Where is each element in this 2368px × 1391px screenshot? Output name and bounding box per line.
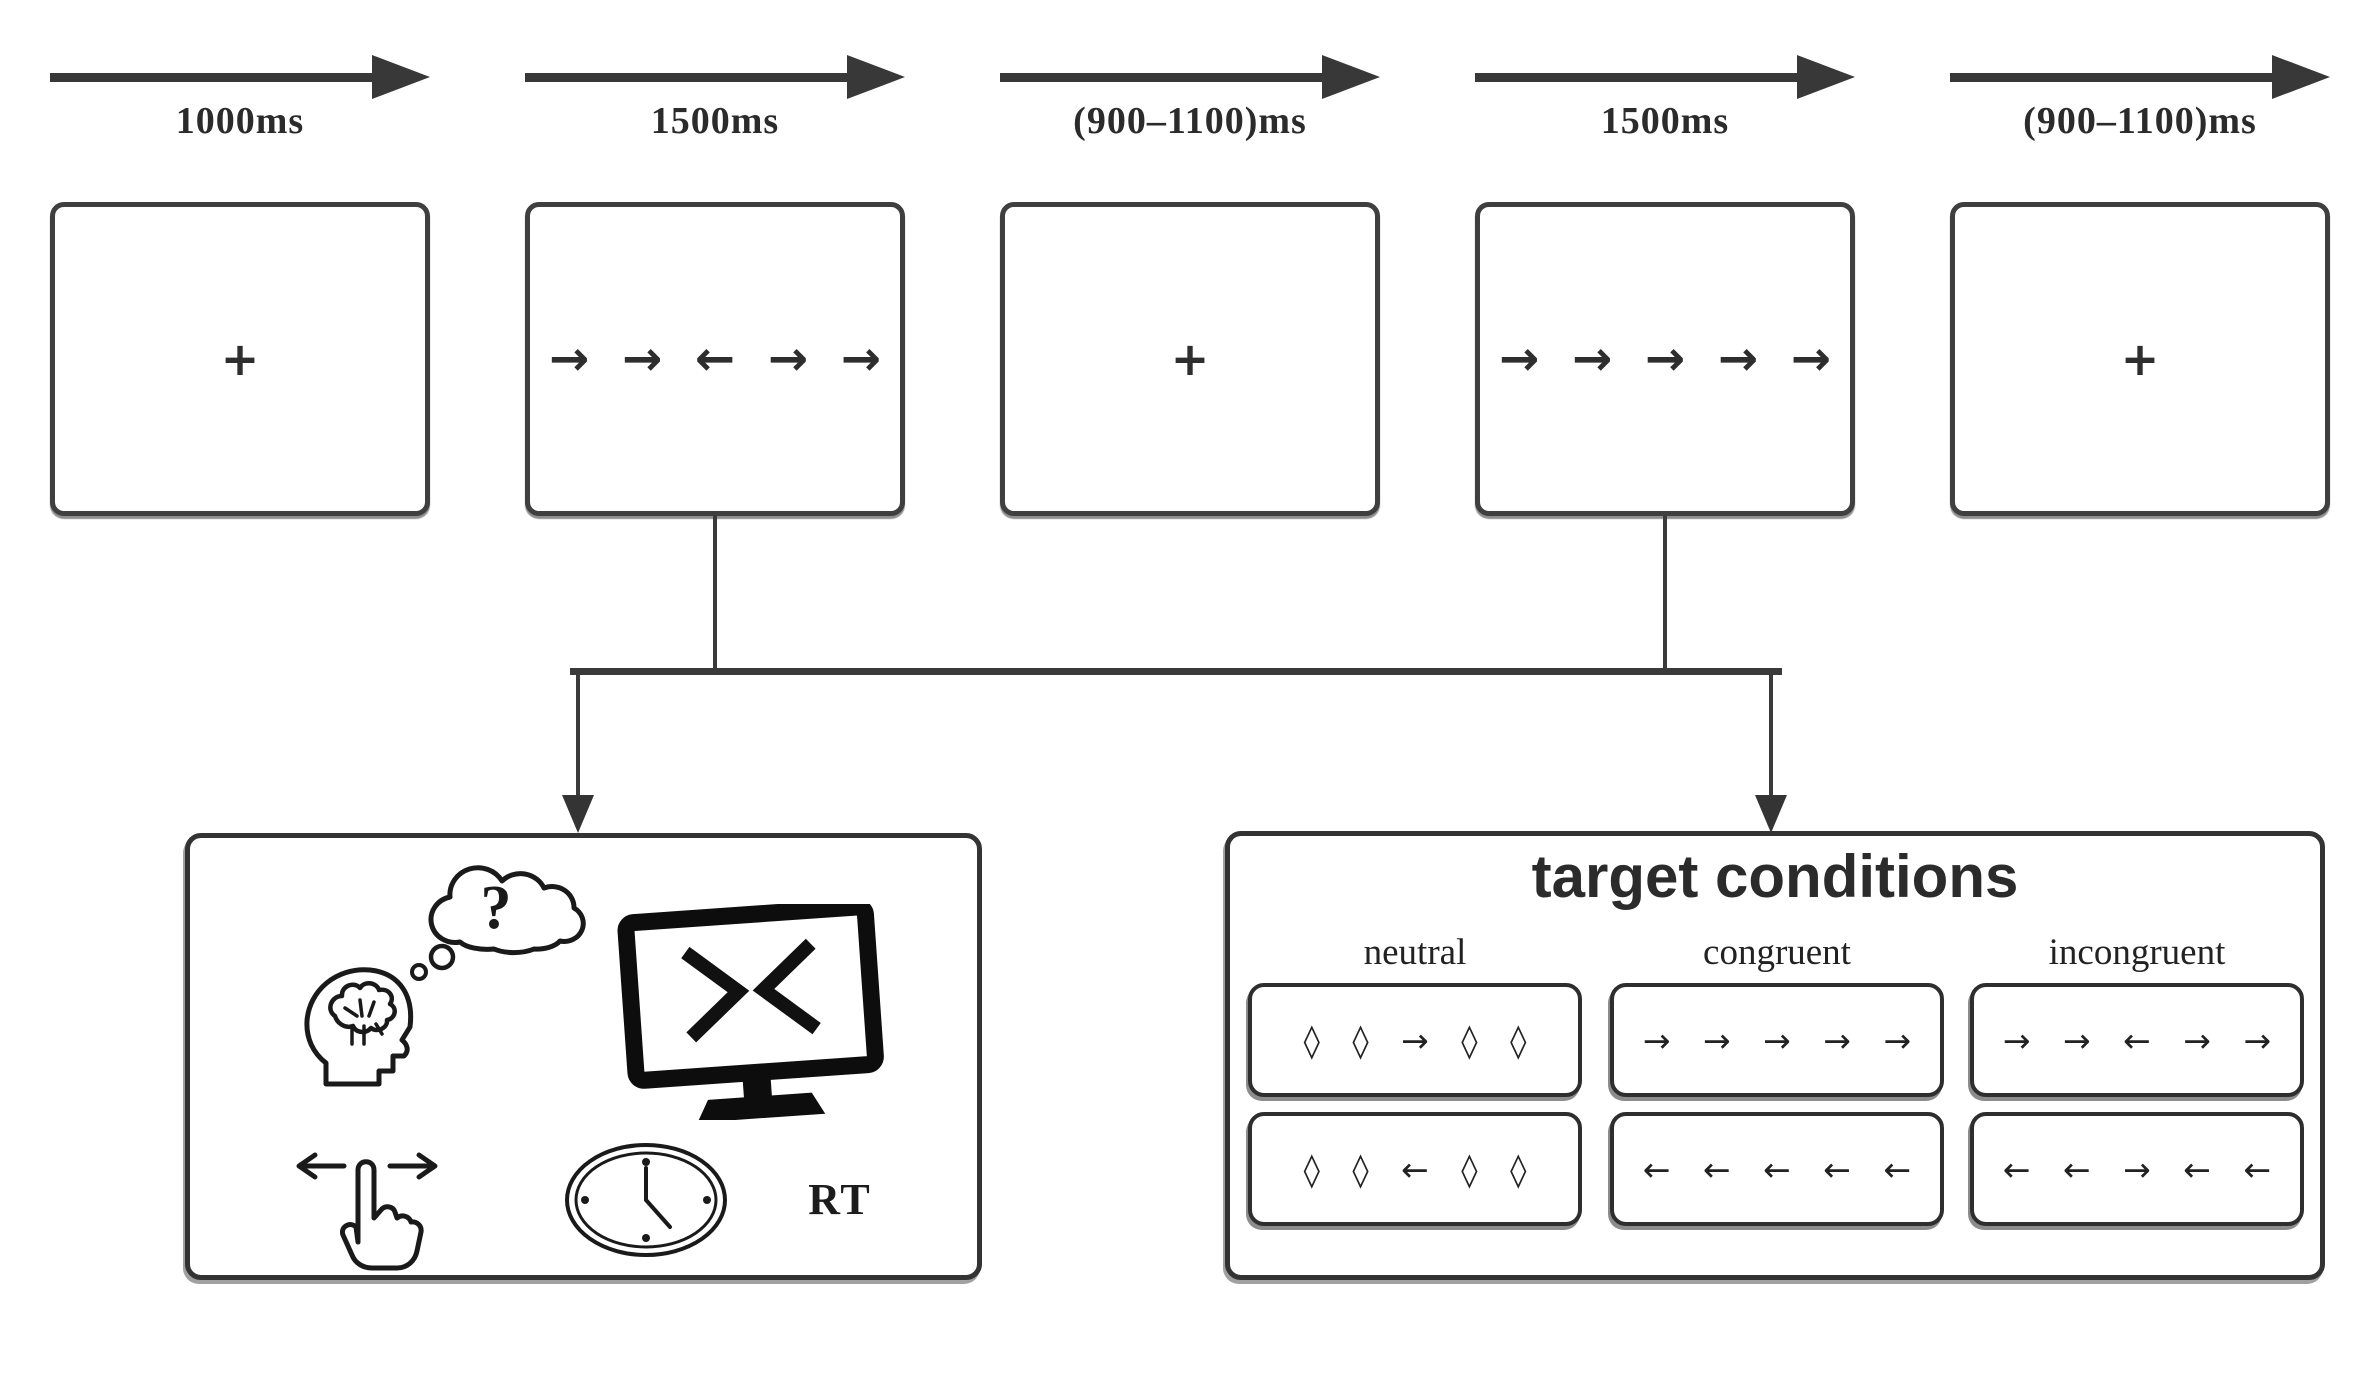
timeline-step-3: (900–1100)ms + xyxy=(1000,0,1380,560)
stimulus-row: ← ← ← ← ← xyxy=(1642,1149,1923,1189)
down-arrowhead-icon xyxy=(562,795,594,833)
screen-target-incongruent: → → ← → → xyxy=(525,202,905,516)
timeline-arrowhead-icon xyxy=(847,55,905,99)
timeline-arrowhead-icon xyxy=(1797,55,1855,99)
response-measure-panel: ? xyxy=(185,833,982,1280)
screen-fixation-3: + xyxy=(1950,202,2330,516)
clock-icon xyxy=(565,1143,727,1257)
target-conditions-title: target conditions xyxy=(1531,843,2019,910)
duration-label: 1500ms xyxy=(1600,100,1730,142)
timeline-arrowhead-icon xyxy=(1322,55,1380,99)
target-conditions-panel: target conditions neutral ◊ ◊ → ◊ ◊ ◊ ◊ … xyxy=(1225,831,2325,1280)
monitor-flanker-icon xyxy=(617,904,884,1120)
connector-horizontal-bar xyxy=(570,668,1782,675)
rt-label: RT xyxy=(808,1175,872,1224)
timeline-arrow-icon xyxy=(1950,73,2274,82)
screen-fixation-2: + xyxy=(1000,202,1380,516)
neutral-stimulus-box-2: ◊ ◊ ← ◊ ◊ xyxy=(1248,1112,1582,1226)
stimulus-row: ← ← → ← ← xyxy=(2002,1149,2283,1189)
connector-from-target1 xyxy=(713,516,717,672)
down-arrowhead-icon xyxy=(1755,795,1787,833)
connector-from-target2 xyxy=(1663,516,1667,672)
incongruent-stimulus-box-2: ← ← → ← ← xyxy=(1970,1112,2304,1226)
stimulus-row: → → → → → xyxy=(1642,1020,1923,1060)
hand-response-icon xyxy=(296,1152,438,1271)
connector-drop-left xyxy=(576,675,580,797)
duration-label: 1500ms xyxy=(650,100,780,142)
timeline-arrow-icon xyxy=(1000,73,1324,82)
timeline-step-2: 1500ms → → ← → → xyxy=(525,0,905,560)
timeline-arrow-icon xyxy=(1475,73,1799,82)
connector-drop-right xyxy=(1769,675,1773,797)
timeline-arrowhead-icon xyxy=(2272,55,2330,99)
flanker-stimulus: → → ← → → xyxy=(549,331,889,387)
thought-question-icon: ? xyxy=(410,865,586,981)
condition-header-incongruent: incongruent xyxy=(2048,932,2226,973)
congruent-stimulus-box-2: ← ← ← ← ← xyxy=(1610,1112,1944,1226)
timeline-step-5: (900–1100)ms + xyxy=(1950,0,2330,560)
fixation-cross: + xyxy=(220,332,260,386)
neutral-stimulus-box-1: ◊ ◊ → ◊ ◊ xyxy=(1248,983,1582,1097)
timeline-arrow-icon xyxy=(50,73,374,82)
stimulus-row: → → ← → → xyxy=(2002,1020,2283,1060)
timeline-arrow-icon xyxy=(525,73,849,82)
incongruent-stimulus-box-1: → → ← → → xyxy=(1970,983,2304,1097)
duration-label: (900–1100)ms xyxy=(2023,100,2257,142)
duration-label: (900–1100)ms xyxy=(1073,100,1307,142)
flanker-stimulus: → → → → → xyxy=(1499,331,1839,387)
stimulus-row: ◊ ◊ → ◊ ◊ xyxy=(1303,1020,1538,1060)
duration-label: 1000ms xyxy=(175,100,305,142)
screen-target-congruent: → → → → → xyxy=(1475,202,1855,516)
timeline-step-4: 1500ms → → → → → xyxy=(1475,0,1855,560)
stimulus-row: ◊ ◊ ← ◊ ◊ xyxy=(1303,1149,1538,1189)
svg-text:?: ? xyxy=(481,874,512,942)
brain-head-icon xyxy=(304,967,414,1087)
condition-header-congruent: congruent xyxy=(1703,932,1851,973)
timeline-arrowhead-icon xyxy=(372,55,430,99)
timeline-step-1: 1000ms + xyxy=(50,0,430,560)
fixation-cross: + xyxy=(1170,332,1210,386)
congruent-stimulus-box-1: → → → → → xyxy=(1610,983,1944,1097)
screen-fixation-1: + xyxy=(50,202,430,516)
fixation-cross: + xyxy=(2120,332,2160,386)
condition-header-neutral: neutral xyxy=(1363,932,1467,973)
